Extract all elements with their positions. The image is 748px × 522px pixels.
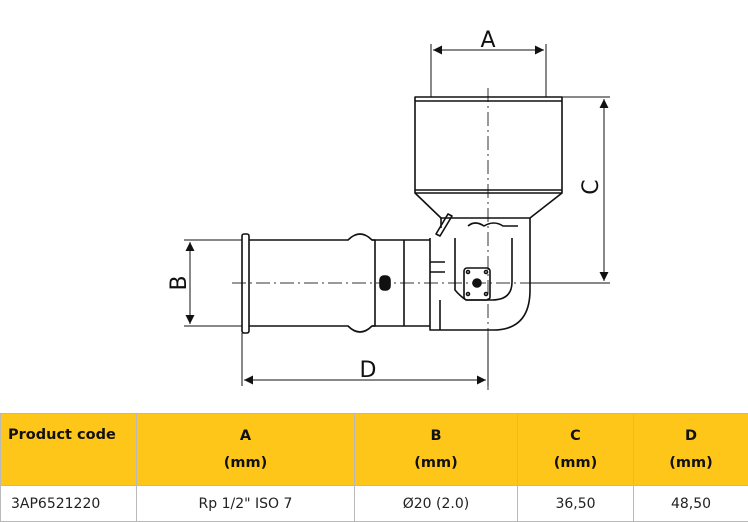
fitting-body bbox=[242, 97, 562, 333]
header-label: B bbox=[355, 423, 517, 450]
header-c: C (mm) bbox=[518, 414, 634, 486]
header-a: A (mm) bbox=[137, 414, 355, 486]
header-unit: (mm) bbox=[634, 450, 748, 477]
header-label: Product code bbox=[8, 422, 136, 449]
cell-b: Ø20 (2.0) bbox=[355, 486, 518, 522]
header-unit: (mm) bbox=[518, 450, 633, 477]
dimension-label-c: C bbox=[579, 179, 604, 194]
cell-product-code: 3AP6521220 bbox=[1, 486, 137, 522]
header-unit: (mm) bbox=[137, 450, 354, 477]
spec-table: Product code A (mm) B (mm) C (mm) D (mm)… bbox=[0, 413, 748, 522]
header-product-code: Product code bbox=[1, 414, 137, 486]
table-row: 3AP6521220 Rp 1/2" ISO 7 Ø20 (2.0) 36,50… bbox=[1, 486, 748, 522]
header-label: C bbox=[518, 423, 633, 450]
cell-c: 36,50 bbox=[518, 486, 634, 522]
header-label: A bbox=[137, 423, 354, 450]
header-b: B (mm) bbox=[355, 414, 518, 486]
technical-drawing: A C B D bbox=[0, 0, 748, 410]
cell-a: Rp 1/2" ISO 7 bbox=[137, 486, 355, 522]
header-label: D bbox=[634, 423, 748, 450]
spec-table-header: Product code A (mm) B (mm) C (mm) D (mm) bbox=[1, 414, 748, 486]
centerlines bbox=[232, 88, 552, 390]
dimension-label-b: B bbox=[167, 275, 192, 290]
cell-d: 48,50 bbox=[634, 486, 748, 522]
dimension-label-a: A bbox=[480, 28, 495, 53]
header-d: D (mm) bbox=[634, 414, 748, 486]
dimension-label-d: D bbox=[360, 358, 377, 383]
header-unit: (mm) bbox=[355, 450, 517, 477]
